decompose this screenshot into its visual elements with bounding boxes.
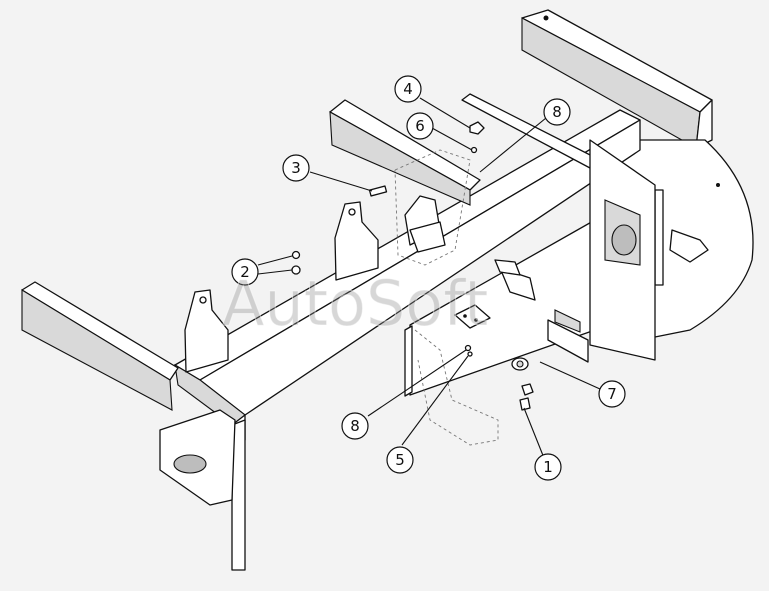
callout-8-bottom: 8	[341, 412, 369, 440]
pivot-bracket	[494, 259, 536, 301]
clamp-bracket	[404, 195, 446, 253]
callout-label: 1	[543, 458, 553, 476]
left-post	[159, 409, 246, 571]
hook-bracket-1	[184, 289, 229, 373]
callout-3: 3	[282, 154, 310, 182]
fasteners	[291, 121, 534, 411]
callout-label: 6	[415, 117, 425, 135]
front-left-rail	[21, 281, 179, 411]
callout-8-top: 8	[543, 98, 571, 126]
callout-5: 5	[386, 446, 414, 474]
hook-bracket-2	[334, 201, 379, 281]
callout-7: 7	[598, 380, 626, 408]
callout-label: 8	[350, 417, 360, 435]
callout-4: 4	[394, 75, 422, 103]
callout-2: 2	[231, 258, 259, 286]
watermark-text: AutoSoft	[222, 267, 488, 340]
callout-label: 4	[403, 80, 413, 98]
rear-upper-beam	[521, 9, 713, 149]
callout-label: 3	[291, 159, 301, 177]
leader-lines	[257, 97, 601, 459]
center-vertical-panel	[404, 139, 656, 397]
callout-6: 6	[406, 112, 434, 140]
phantom-outline	[394, 149, 499, 446]
callout-label: 5	[395, 451, 405, 469]
callout-1: 1	[534, 453, 562, 481]
side-bracket	[454, 304, 589, 363]
callout-label: 7	[607, 385, 617, 403]
callout-label: 8	[552, 103, 562, 121]
callout-label: 2	[240, 263, 250, 281]
rear-left-rail	[329, 99, 481, 206]
rear-rod	[461, 93, 601, 169]
